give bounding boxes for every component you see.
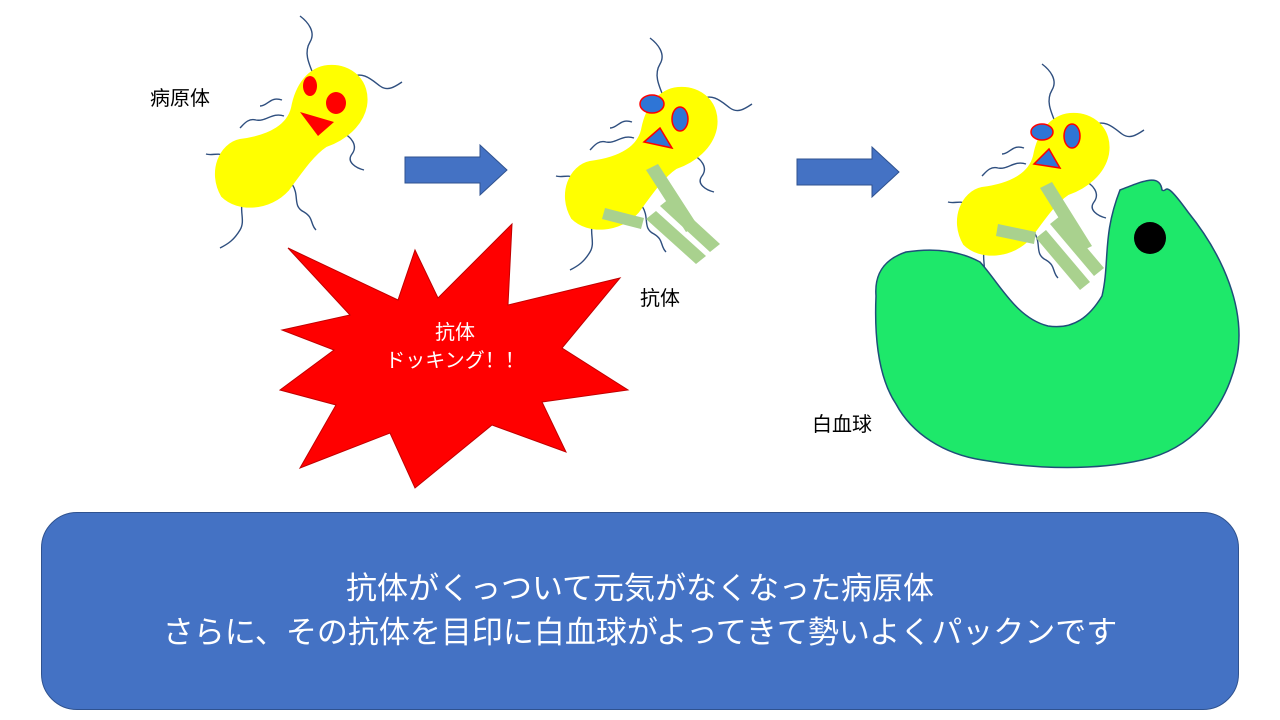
caption-line-1: 抗体がくっついて元気がなくなった病原体	[345, 571, 935, 607]
antibody-stem-a	[646, 211, 706, 264]
burst-line-1: 抗体	[435, 320, 475, 344]
eye-left	[303, 76, 317, 96]
antibody-stem-a	[1036, 230, 1090, 290]
nucleus	[1134, 222, 1166, 254]
antibody-arm-lower	[602, 208, 644, 229]
caption-line-2: さらに、その抗体を目印に白血球がよってきて勢いよくパックンです	[162, 615, 1118, 651]
arrow-step-1	[404, 143, 508, 197]
antibody-y	[602, 164, 720, 264]
mouth-sad	[642, 126, 674, 150]
burst-text: 抗体 ドッキング！！	[355, 318, 555, 374]
mouth-sad	[1032, 147, 1062, 169]
eye-left	[1030, 123, 1054, 141]
antibody-arm-upper	[1040, 182, 1092, 252]
burst-line-2: ドッキング！！	[385, 348, 525, 372]
label-white-blood-cell: 白血球	[812, 412, 872, 436]
eye-right	[326, 92, 346, 114]
label-pathogen: 病原体	[150, 86, 210, 110]
eye-right	[671, 106, 689, 132]
pathogen-healthy	[205, 15, 403, 249]
antibody-arm-lower	[996, 224, 1036, 244]
arrow-step-2	[796, 145, 900, 199]
docking-burst	[278, 222, 630, 489]
label-antibody: 抗体	[640, 286, 680, 310]
pathogen-engulfed	[947, 63, 1145, 297]
antibody-y	[996, 182, 1104, 290]
pathogen-body	[214, 64, 368, 208]
mouth-smile	[300, 112, 334, 136]
eye-right	[1063, 123, 1081, 149]
antibody-stem-b	[1050, 216, 1104, 276]
pathogen-with-antibody	[555, 37, 753, 271]
antibody-stem-b	[660, 198, 720, 252]
caption-box: 抗体がくっついて元気がなくなった病原体 さらに、その抗体を目印に白血球がよってき…	[41, 512, 1239, 710]
eye-left	[639, 94, 665, 114]
